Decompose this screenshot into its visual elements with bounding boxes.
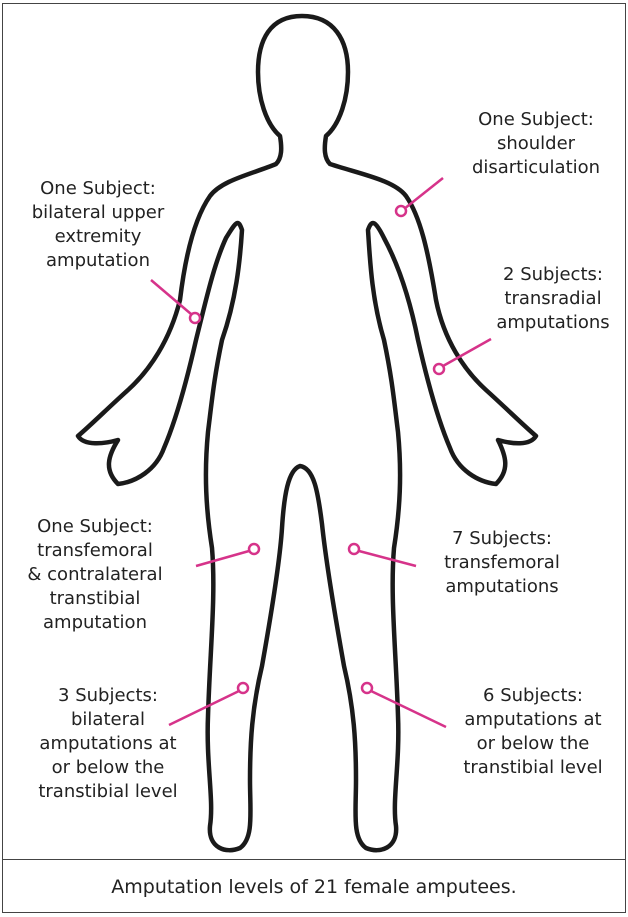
marker-bilateral-transtibial [238, 683, 248, 693]
annotation-bilateral-upper: One Subject: bilateral upper extremity a… [10, 177, 186, 273]
leader-line-transtibial [371, 691, 446, 727]
marker-transradial [434, 364, 444, 374]
marker-transtibial [362, 683, 372, 693]
annotation-transtibial: 6 Subjects: amputations at or below the … [448, 684, 618, 780]
annotation-bilateral-transtibial: 3 Subjects: bilateral amputations at or … [20, 684, 196, 804]
figure-caption: Amputation levels of 21 female amputees. [2, 861, 626, 913]
marker-transfemoral [349, 544, 359, 554]
leader-line-transfemoral-contra [196, 551, 249, 566]
caption-divider [2, 859, 626, 860]
marker-transfemoral-contra [249, 544, 259, 554]
annotation-transfemoral: 7 Subjects: transfemoral amputations [420, 527, 584, 599]
marker-bilateral-upper [190, 313, 200, 323]
annotation-transfemoral-contra: One Subject: transfemoral & contralatera… [10, 515, 180, 635]
annotation-transradial: 2 Subjects: transradial amputations [480, 263, 626, 335]
leader-line-bilateral-upper [151, 280, 191, 314]
marker-shoulder [396, 206, 406, 216]
leader-line-shoulder [404, 178, 443, 209]
leader-line-transfemoral [359, 551, 416, 566]
annotation-shoulder: One Subject: shoulder disarticulation [448, 108, 624, 180]
